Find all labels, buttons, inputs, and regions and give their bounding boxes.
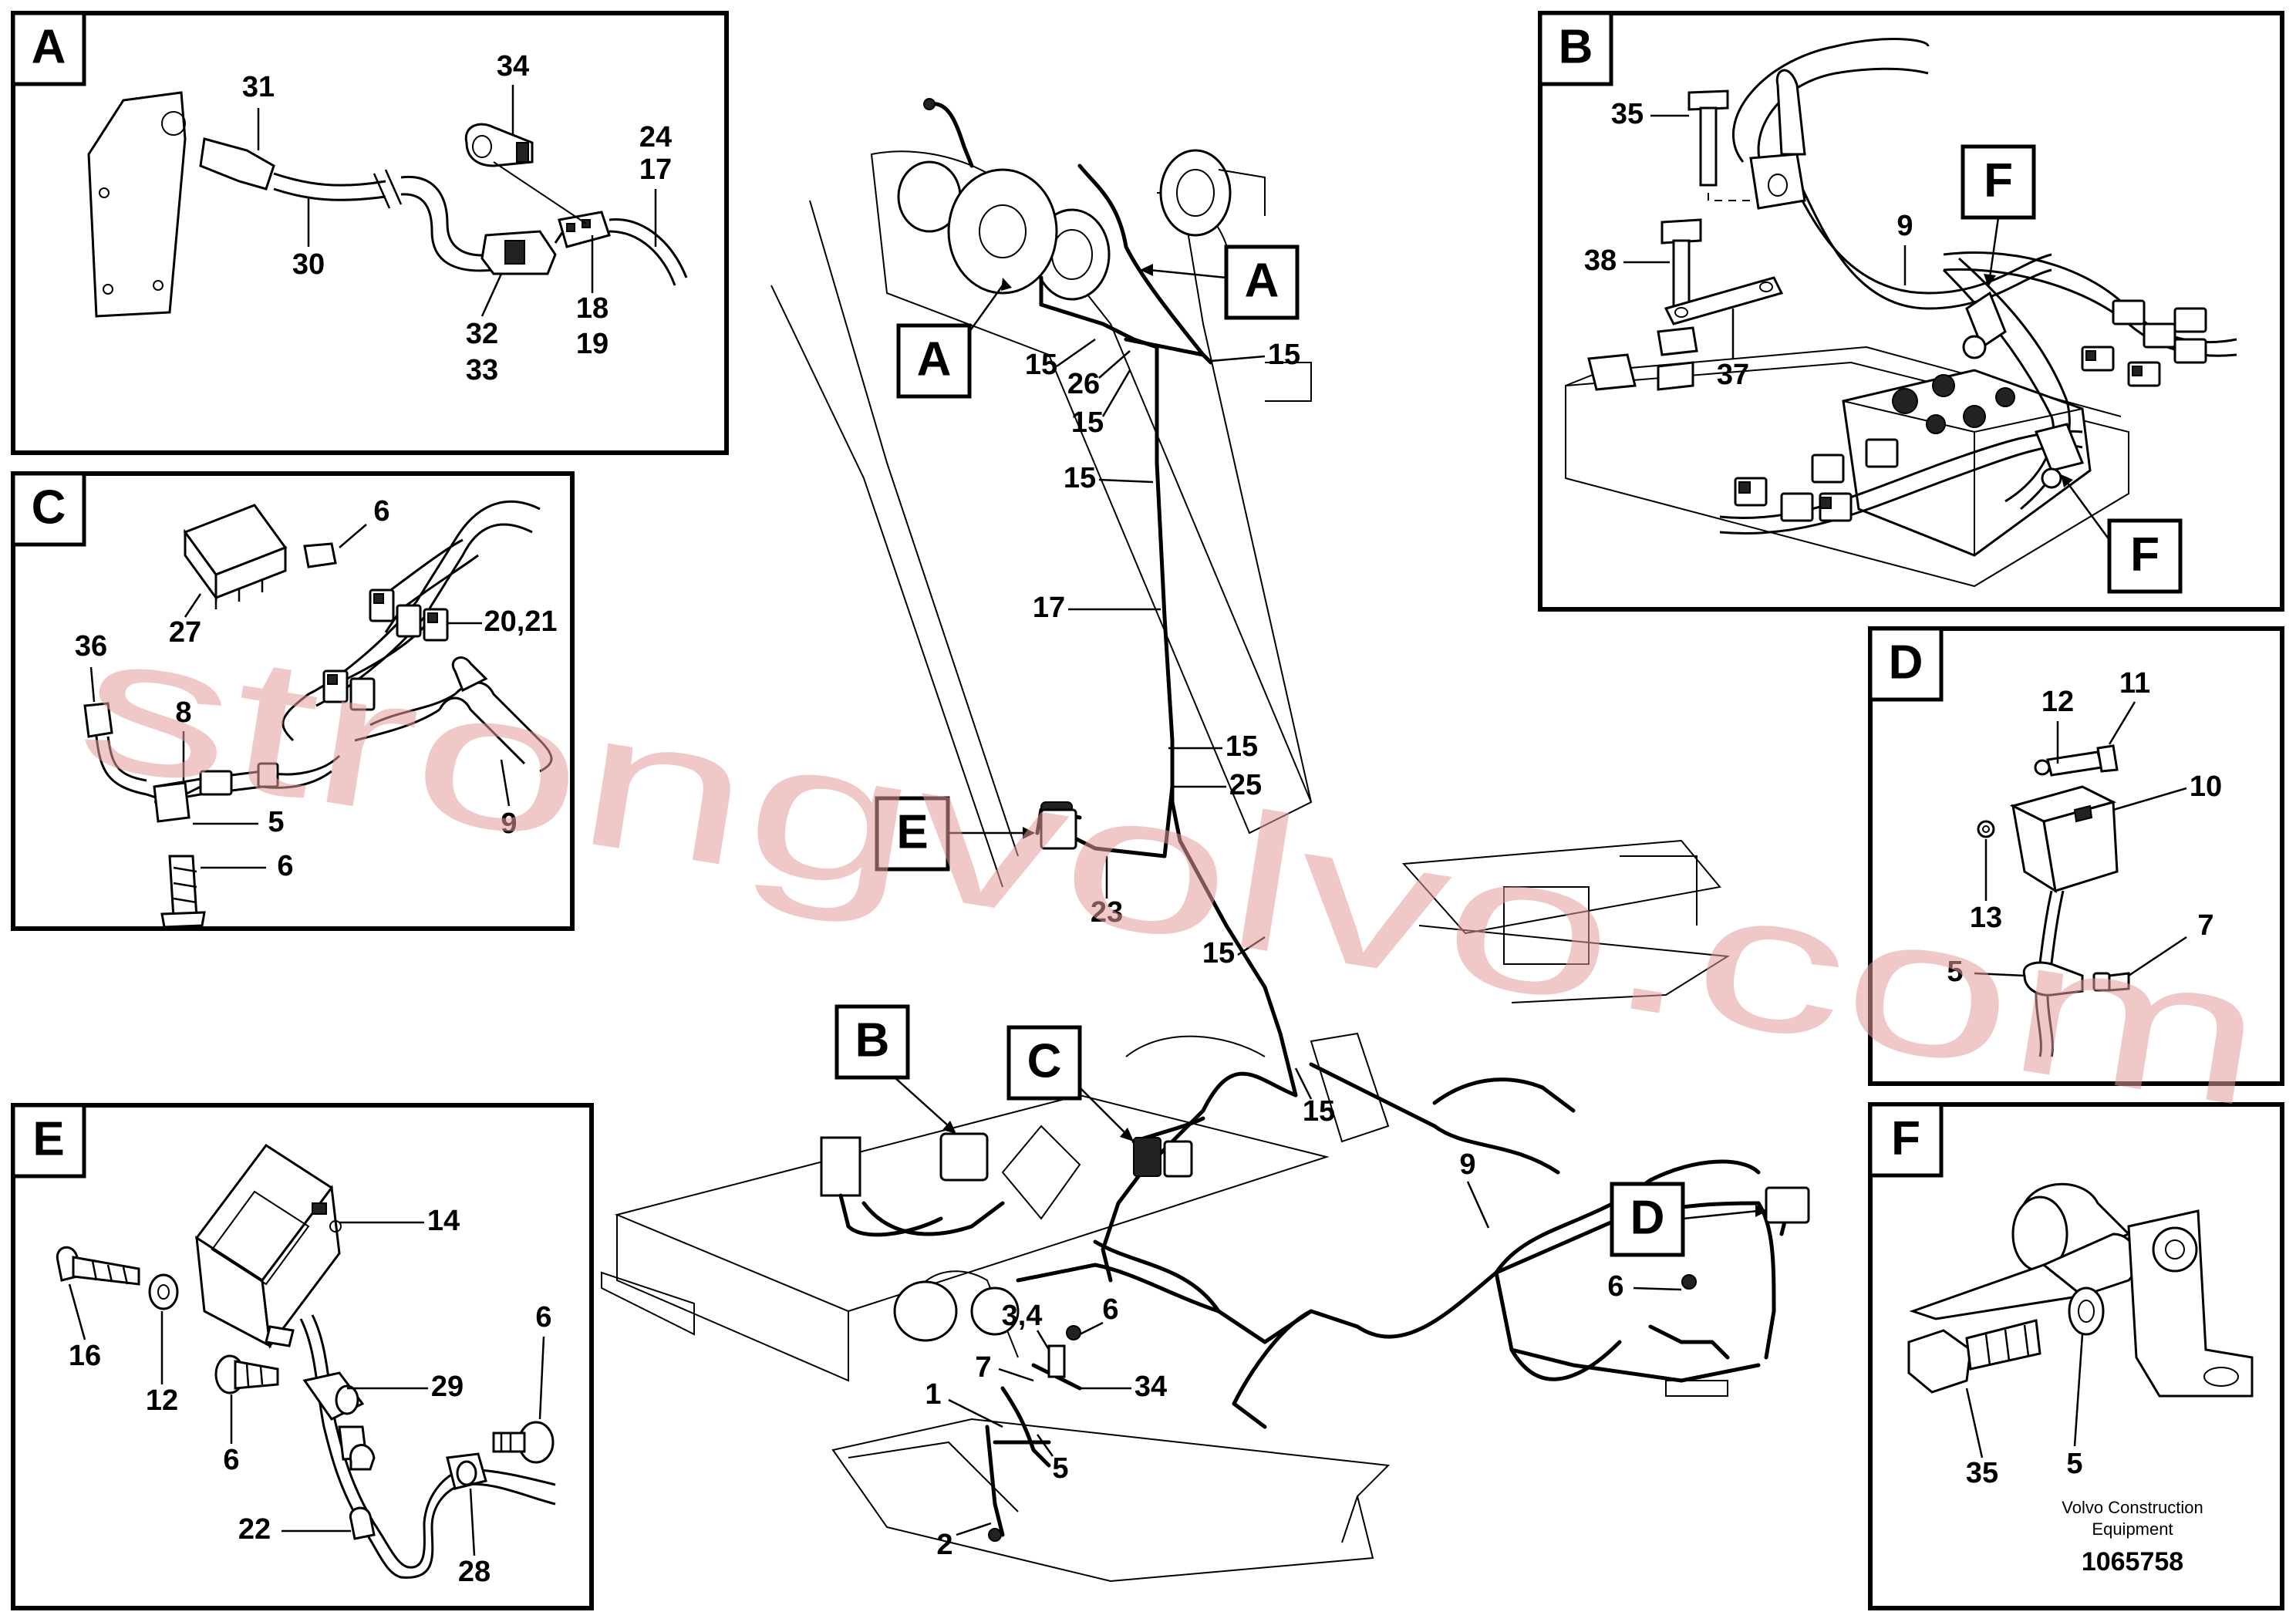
part-number-label: 14 xyxy=(427,1205,460,1237)
panel-B-subtag-F-bottom: F xyxy=(2130,528,2159,581)
part-number-label: 20,21 xyxy=(484,605,557,638)
part-number-label: 5 xyxy=(1947,956,1963,988)
main-harness xyxy=(820,98,1810,1542)
part-number-label: 15 xyxy=(1268,339,1300,371)
part-number-label: 12 xyxy=(2041,686,2074,718)
part-number-label: 3,4 xyxy=(1002,1300,1043,1332)
part-number-label: 5 xyxy=(2066,1448,2082,1480)
panel-C-tag: C xyxy=(32,481,66,534)
callout-C: C xyxy=(1027,1034,1062,1088)
part-number-label: 2 xyxy=(936,1529,952,1561)
panel-E: E 14 16 xyxy=(11,1103,594,1610)
part-number-label: 34 xyxy=(497,50,529,83)
panel-D: D 12 11 10 13 7 5 xyxy=(1868,626,2284,1086)
panel-C: C xyxy=(11,471,575,931)
part-number-label: 6 xyxy=(277,850,293,882)
part-number-label: 36 xyxy=(75,630,107,663)
part-number-label: 9 xyxy=(1896,210,1913,242)
part-number-label: 23 xyxy=(1091,896,1123,929)
part-number-label: 28 xyxy=(458,1556,491,1588)
panel-B-tag: B xyxy=(1559,20,1593,73)
part-number-label: 30 xyxy=(292,248,325,281)
panel-D-tag: D xyxy=(1889,636,1923,689)
part-number-label: 37 xyxy=(1717,359,1749,391)
part-number-label: 25 xyxy=(1229,769,1262,801)
panel-B: B xyxy=(1538,11,2284,612)
part-number-label: 1 xyxy=(925,1378,941,1411)
part-number-label: 22 xyxy=(238,1513,271,1546)
panel-E-tag: E xyxy=(32,1112,64,1165)
part-number-label: 6 xyxy=(1102,1293,1118,1326)
part-number-label: 15 xyxy=(1303,1095,1335,1128)
part-number-label: 15 xyxy=(1025,349,1057,381)
part-number-label: 18 xyxy=(576,292,609,325)
callout-A-left: A xyxy=(917,332,952,386)
part-number-label: 35 xyxy=(1966,1457,1998,1489)
panel-A-tag: A xyxy=(32,20,66,73)
footer-company-line1: Volvo Construction xyxy=(2062,1498,2203,1517)
part-number-label: 32 xyxy=(466,318,498,350)
part-number-label: 38 xyxy=(1584,244,1617,277)
part-number-label: 10 xyxy=(2190,771,2222,803)
part-number-label: 12 xyxy=(146,1384,178,1417)
part-number-label: 8 xyxy=(175,696,191,729)
part-number-label: 35 xyxy=(1611,98,1644,130)
footer: Volvo Construction Equipment 1065758 xyxy=(2062,1498,2203,1576)
panel-B-subtag-F-top: F xyxy=(1984,153,2013,207)
part-number-label: 6 xyxy=(223,1444,239,1476)
callout-D: D xyxy=(1630,1191,1665,1244)
doc-number: 1065758 xyxy=(2082,1547,2183,1576)
part-number-label: 31 xyxy=(242,71,275,103)
part-number-label: 19 xyxy=(576,328,609,360)
panel-F: F 35 5 xyxy=(1868,1102,2284,1610)
part-number-label: 7 xyxy=(2197,909,2213,942)
callout-B: B xyxy=(855,1013,890,1067)
part-number-label: 15 xyxy=(1202,937,1235,969)
panel-F-tag: F xyxy=(1891,1111,1920,1165)
part-number-label: 15 xyxy=(1064,462,1096,494)
panel-A: A 31 34 24 17 30 xyxy=(11,11,729,455)
part-number-label: 26 xyxy=(1067,368,1100,400)
part-number-label: 13 xyxy=(1970,902,2002,934)
part-number-label: 6 xyxy=(1607,1270,1623,1303)
part-number-label: 17 xyxy=(639,153,672,186)
callout-E: E xyxy=(896,805,928,858)
part-number-label: 5 xyxy=(268,806,284,838)
part-number-label: 34 xyxy=(1135,1371,1167,1403)
part-number-label: 7 xyxy=(975,1351,991,1384)
part-number-label: 29 xyxy=(431,1371,464,1403)
callout-A-right: A xyxy=(1245,254,1279,307)
part-number-label: 11 xyxy=(2119,667,2150,700)
part-number-label: 6 xyxy=(535,1301,551,1334)
part-number-label: 33 xyxy=(466,354,498,386)
part-number-label: 15 xyxy=(1071,406,1104,439)
main-callouts: A A E B C D xyxy=(834,244,1768,1257)
part-number-label: 15 xyxy=(1226,730,1258,763)
part-number-label: 17 xyxy=(1033,592,1065,624)
part-number-label: 5 xyxy=(1052,1452,1068,1485)
part-number-label: 24 xyxy=(639,121,672,153)
part-number-label: 16 xyxy=(69,1340,101,1372)
part-number-label: 9 xyxy=(501,808,517,840)
part-number-label: 27 xyxy=(169,616,201,649)
part-number-label: 6 xyxy=(373,495,389,528)
main-illustration xyxy=(601,149,1731,1583)
footer-company-line2: Equipment xyxy=(2092,1519,2173,1539)
part-number-label: 9 xyxy=(1459,1148,1475,1181)
main-labels: 15 26 15 15 15 17 15 25 23 15 15 9 3,4 6… xyxy=(925,338,1697,1561)
